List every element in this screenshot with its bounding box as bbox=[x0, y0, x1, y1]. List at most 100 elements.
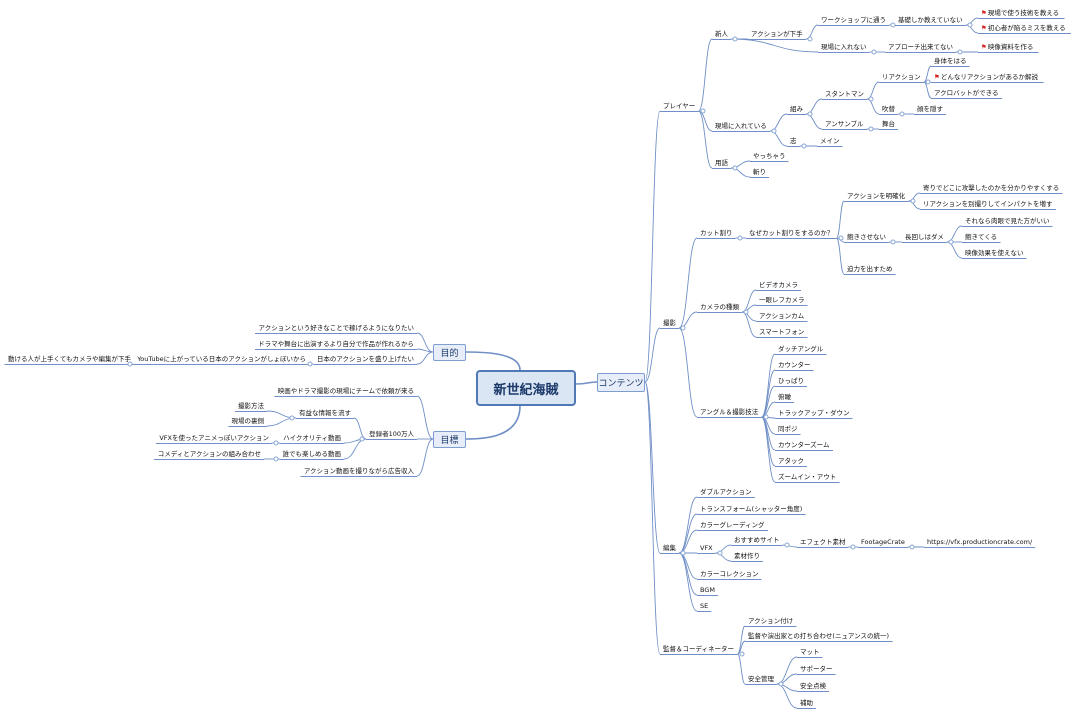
node-c1[interactable]: 一眼レフカメラ bbox=[756, 296, 808, 305]
node-a7[interactable]: アタック bbox=[775, 457, 807, 466]
node-a6[interactable]: カウンターズーム bbox=[775, 441, 832, 450]
node-an[interactable]: アングル＆撮影技法 bbox=[697, 408, 761, 417]
node-gr[interactable]: 組み bbox=[787, 105, 806, 114]
node-p3[interactable]: 日本のアクションを盛り上げたい bbox=[314, 355, 417, 364]
collapse-toggle[interactable] bbox=[948, 239, 954, 245]
node-ed[interactable]: 編集 bbox=[660, 544, 679, 553]
node-pw[interactable]: 迫力を出すため bbox=[844, 265, 896, 274]
node-ac[interactable]: アクロバットができる bbox=[931, 89, 1002, 98]
node-ri[interactable]: リアクションを別撮りしてインパクトを増す bbox=[920, 200, 1055, 209]
node-a2[interactable]: ひっぱり bbox=[775, 377, 807, 386]
node-a0[interactable]: ダッチアングル bbox=[775, 345, 826, 354]
node-dc[interactable]: アクション付け bbox=[745, 617, 796, 626]
collapse-toggle[interactable] bbox=[890, 239, 896, 245]
node-cu[interactable]: カット割り bbox=[697, 229, 736, 238]
node-e2[interactable]: カラーグレーディング bbox=[697, 521, 768, 530]
node-re[interactable]: リアクション bbox=[879, 73, 924, 82]
collapse-toggle[interactable] bbox=[778, 681, 784, 687]
node-hq[interactable]: ハイクオリティ動画 bbox=[280, 434, 344, 443]
node-s3[interactable]: 補助 bbox=[797, 699, 816, 708]
node-c0[interactable]: ビデオカメラ bbox=[756, 281, 801, 290]
collapse-toggle[interactable] bbox=[737, 235, 742, 241]
node-s0[interactable]: マット bbox=[797, 648, 823, 657]
collapse-toggle[interactable] bbox=[910, 198, 915, 204]
node-pl[interactable]: プレイヤー bbox=[660, 102, 698, 111]
node-ay[interactable]: 誰でも楽しめる動画 bbox=[280, 450, 345, 459]
node-co[interactable]: コメディとアクションの組み合わせ bbox=[155, 450, 264, 459]
node-br[interactable]: 飽きてくる bbox=[962, 233, 1000, 242]
node-ws[interactable]: ワークショップに通う bbox=[818, 16, 889, 25]
collapse-toggle[interactable] bbox=[909, 544, 915, 550]
node-a1[interactable]: カウンター bbox=[775, 361, 814, 370]
collapse-toggle[interactable] bbox=[850, 544, 855, 550]
collapse-toggle[interactable] bbox=[680, 550, 686, 556]
topic-contents[interactable]: コンテンツ bbox=[597, 373, 645, 392]
node-c2[interactable]: アクションカム bbox=[756, 312, 807, 321]
node-ad[interactable]: アクション動画を撮りながら広告収入 bbox=[301, 467, 417, 476]
node-en[interactable]: アンサンブル bbox=[822, 120, 867, 129]
node-p2[interactable]: ドラマや舞台に出演するより自分で作品が作れるから bbox=[255, 340, 417, 349]
node-mt[interactable]: 素材作り bbox=[731, 552, 763, 561]
node-tm[interactable]: 用語 bbox=[712, 159, 731, 168]
node-ne[interactable]: 映像効果を使えない bbox=[962, 249, 1027, 258]
node-me[interactable]: 撮影方法 bbox=[235, 402, 267, 411]
collapse-toggle[interactable] bbox=[890, 22, 896, 28]
node-su[interactable]: 登録者100万人 bbox=[366, 430, 417, 439]
node-fc[interactable]: FootageCrate bbox=[858, 538, 908, 547]
collapse-toggle[interactable] bbox=[273, 456, 278, 462]
node-sm[interactable]: スタントマン bbox=[822, 90, 867, 99]
node-e5[interactable]: SE bbox=[697, 602, 711, 611]
collapse-toggle[interactable] bbox=[700, 108, 705, 114]
node-e3[interactable]: カラーコレクション bbox=[697, 570, 762, 579]
collapse-toggle[interactable] bbox=[732, 165, 738, 171]
collapse-toggle[interactable] bbox=[784, 542, 789, 548]
node-ur[interactable]: https://vfx.productioncrate.com/ bbox=[924, 538, 1035, 547]
node-e4[interactable]: BGM bbox=[697, 586, 718, 595]
collapse-toggle[interactable] bbox=[838, 235, 843, 241]
collapse-toggle[interactable] bbox=[868, 96, 874, 102]
collapse-toggle[interactable] bbox=[868, 126, 874, 132]
node-nw[interactable]: 新人 bbox=[712, 30, 731, 39]
collapse-toggle[interactable] bbox=[871, 49, 876, 55]
node-bd[interactable]: 身体をはる bbox=[931, 57, 970, 66]
node-a8[interactable]: ズームイン・アウト bbox=[775, 473, 839, 482]
node-sh[interactable]: 撮影 bbox=[660, 319, 679, 328]
node-cl[interactable]: アクションを明確化 bbox=[844, 192, 908, 201]
node-p3a[interactable]: YouTubeに上がっている日本のアクションがしょぼいから bbox=[134, 355, 309, 364]
node-mr[interactable]: メイン bbox=[817, 137, 843, 146]
collapse-toggle[interactable] bbox=[127, 361, 133, 367]
node-s2[interactable]: 安全点検 bbox=[797, 682, 829, 691]
node-db[interactable]: 吹替 bbox=[879, 105, 898, 114]
collapse-toggle[interactable] bbox=[680, 325, 686, 331]
collapse-toggle[interactable] bbox=[807, 36, 813, 42]
node-rc[interactable]: おすすめサイト bbox=[731, 536, 783, 545]
node-e1[interactable]: トランスフォーム(シャッター角度) bbox=[697, 505, 805, 514]
node-a4[interactable]: トラックアップ・ダウン bbox=[775, 409, 853, 418]
node-ef[interactable]: エフェクト素材 bbox=[797, 538, 849, 547]
collapse-toggle[interactable] bbox=[957, 49, 963, 55]
collapse-toggle[interactable] bbox=[807, 111, 813, 117]
node-fh[interactable]: 顔を隠す bbox=[914, 105, 946, 114]
node-vf[interactable]: VFX bbox=[697, 544, 716, 553]
node-yc[interactable]: やっちゃう bbox=[750, 152, 789, 161]
node-mv[interactable]: ⚑映像資料を作る bbox=[978, 43, 1036, 52]
collapse-toggle[interactable] bbox=[967, 22, 973, 28]
node-sf[interactable]: 安全管理 bbox=[745, 675, 777, 684]
collapse-toggle[interactable] bbox=[899, 111, 905, 117]
collapse-toggle[interactable] bbox=[732, 36, 738, 42]
topic-purpose[interactable]: 目的 bbox=[433, 344, 466, 361]
node-st[interactable]: 舞台 bbox=[879, 120, 898, 129]
node-p1[interactable]: アクションという好きなことで稼げるようになりたい bbox=[256, 324, 417, 333]
node-ld[interactable]: 志 bbox=[787, 137, 800, 146]
collapse-toggle[interactable] bbox=[743, 309, 749, 315]
node-c3[interactable]: スマートフォン bbox=[756, 328, 807, 337]
collapse-toggle[interactable] bbox=[739, 651, 744, 657]
node-a3[interactable]: 俯瞰 bbox=[775, 393, 794, 402]
collapse-toggle[interactable] bbox=[771, 128, 777, 134]
node-va[interactable]: VFXを使ったアニメっぽいアクション bbox=[156, 434, 272, 443]
node-bm[interactable]: ⚑初心者が陥るミスを教える bbox=[978, 24, 1069, 33]
collapse-toggle[interactable] bbox=[763, 414, 768, 420]
collapse-toggle[interactable] bbox=[717, 550, 723, 556]
node-s1[interactable]: サポーター bbox=[797, 665, 836, 674]
node-lt[interactable]: 長回しはダメ bbox=[902, 233, 947, 242]
